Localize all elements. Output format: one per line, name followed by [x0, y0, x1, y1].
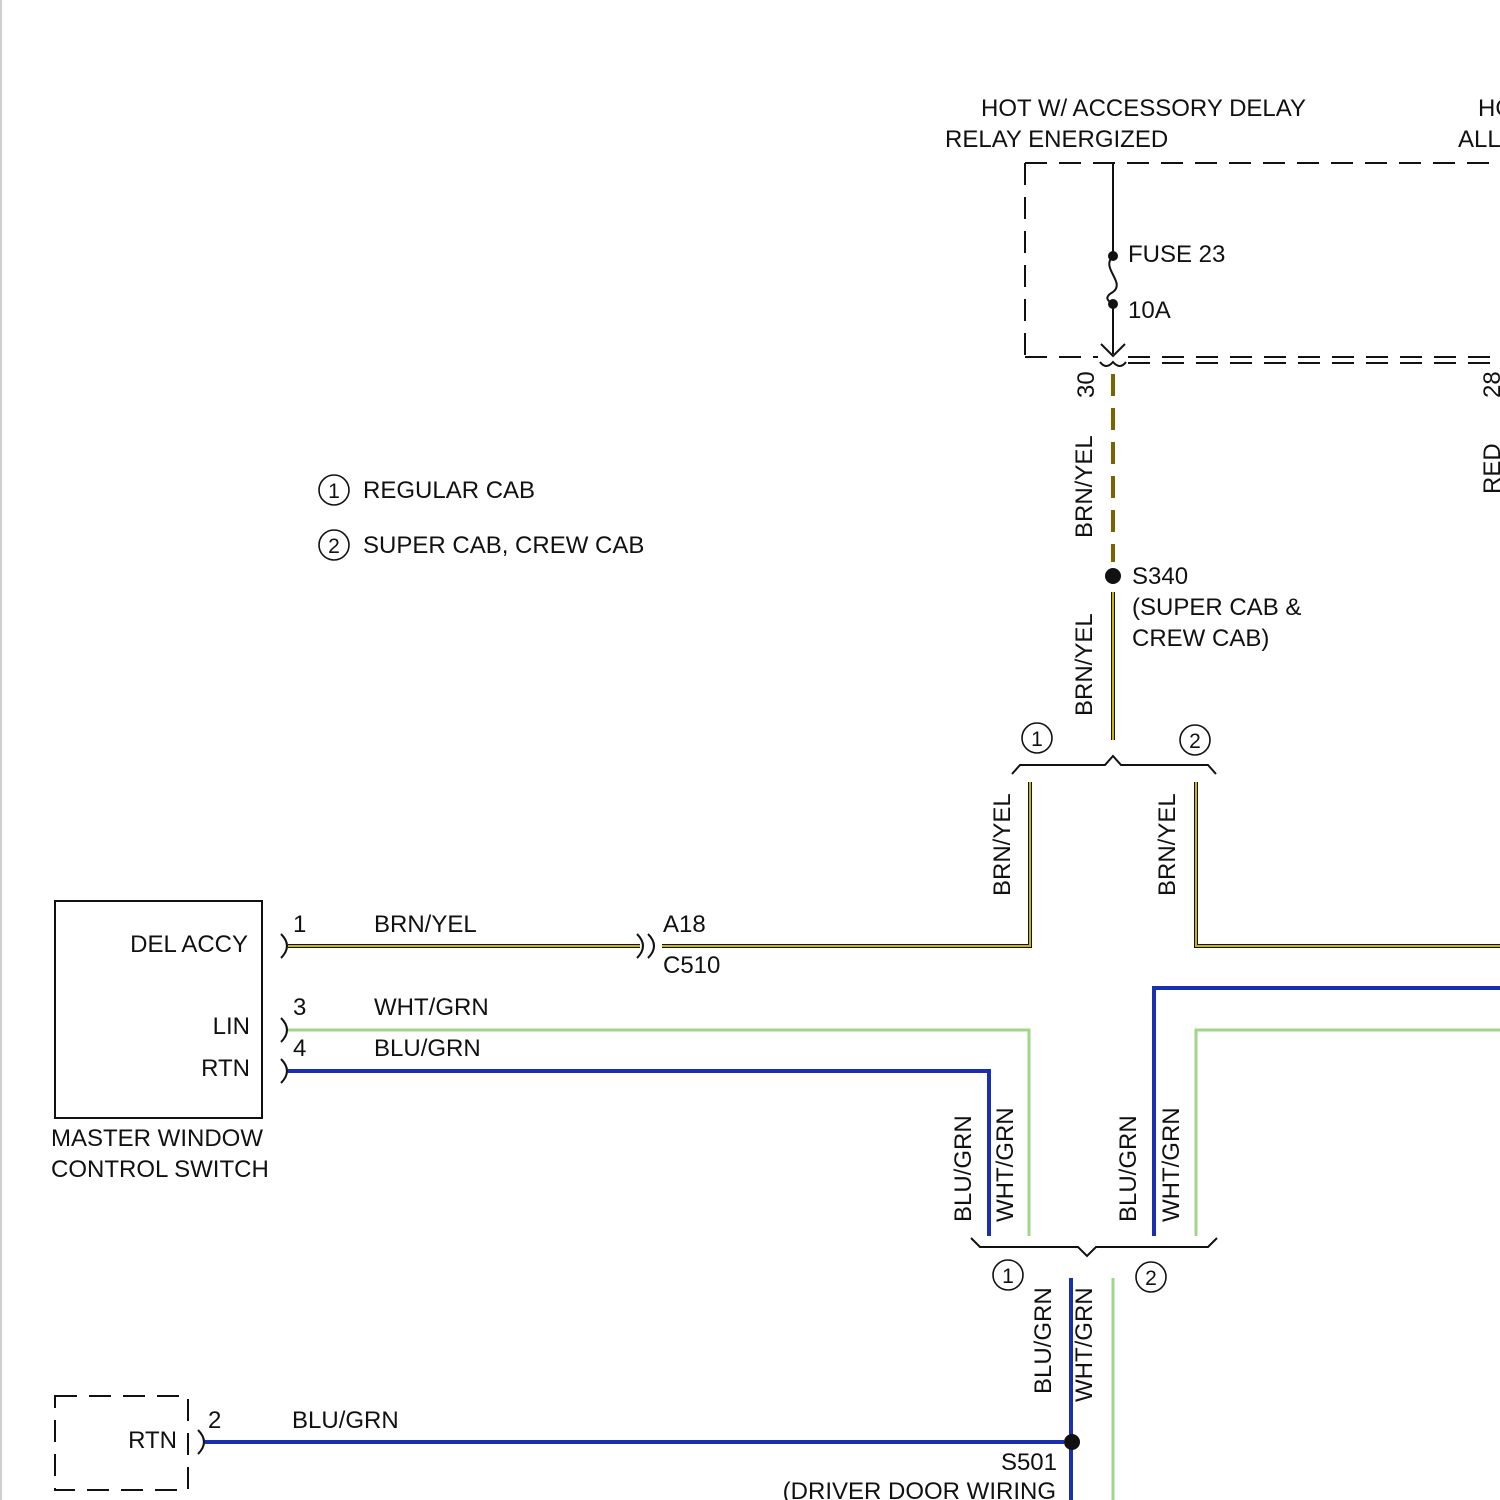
wire-label-pin1: BRN/YEL [374, 911, 477, 938]
lower-component-pin-connector [198, 1430, 204, 1454]
power-source-line1: HOT W/ ACCESSORY DELAY [981, 95, 1306, 122]
master-switch-label-line1: MASTER WINDOW [51, 1125, 263, 1152]
legend-label-1: REGULAR CAB [363, 477, 535, 504]
switch-pin-lin-name: LIN [213, 1013, 250, 1040]
splice-s501-name: S501 [1001, 1449, 1057, 1476]
wire-label-bottom-wht-grn: WHT/GRN [1071, 1287, 1098, 1402]
lower-branch-marker-1-num: 1 [1002, 1265, 1014, 1288]
wire-brn-yel-branch1-outline [662, 782, 1030, 946]
wire-brn-yel-branch2-core [1196, 782, 1500, 946]
wire-branch2-wht-grn [1196, 1030, 1500, 1236]
wire-label-pin4: BLU/GRN [374, 1035, 481, 1062]
wire-label-pin3: WHT/GRN [374, 994, 489, 1021]
lower-branch-brace [971, 1238, 1217, 1256]
switch-pin1-connector [281, 934, 287, 958]
fuse-symbol [1107, 256, 1116, 304]
lower-component-pin-num: 2 [208, 1407, 221, 1434]
switch-pin3-num: 3 [293, 994, 306, 1021]
legend-marker-1-num: 1 [328, 480, 340, 503]
switch-pin4-num: 4 [293, 1035, 306, 1062]
wire-label-fuse-brn-yel: BRN/YEL [1071, 435, 1098, 538]
wire-label-branch1-wht-grn: WHT/GRN [992, 1107, 1019, 1222]
power-source-line2: RELAY ENERGIZED [945, 126, 1168, 153]
splice-s340-note2: CREW CAB) [1132, 625, 1269, 652]
switch-pin3-connector [281, 1018, 287, 1042]
switch-pin-rtn-name: RTN [201, 1055, 250, 1082]
lower-branch-marker-2-num: 2 [1145, 1267, 1157, 1290]
upper-branch-marker-2-num: 2 [1189, 730, 1201, 753]
wire-label-branch2-blu-grn: BLU/GRN [1115, 1115, 1142, 1222]
splice-s340-note1: (SUPER CAB & [1132, 594, 1301, 621]
wire-brn-yel-branch2-outline [1196, 782, 1500, 946]
wire-label-branch1-blu-grn: BLU/GRN [950, 1115, 977, 1222]
splice-s340-name: S340 [1132, 563, 1188, 590]
switch-pin1-num: 1 [293, 911, 306, 938]
clipped-power-source-line1: HO [1478, 95, 1500, 122]
wire-label-lower-component: BLU/GRN [292, 1407, 399, 1434]
wire-label-branch1-brn-yel: BRN/YEL [989, 793, 1016, 896]
wire-label-branch2-brn-yel: BRN/YEL [1154, 793, 1181, 896]
wire-branch2-blu-grn [1154, 988, 1500, 1236]
wire-label-branch2-wht-grn: WHT/GRN [1158, 1107, 1185, 1222]
upper-branch-brace [1012, 756, 1216, 774]
legend-label-2: SUPER CAB, CREW CAB [363, 532, 644, 559]
connector-c510-name: C510 [663, 952, 720, 979]
fuse-box-pin-30: 30 [1073, 371, 1100, 398]
wire-brn-yel-branch1-core [662, 782, 1030, 946]
splice-s340-dot [1105, 568, 1121, 584]
wire-label-s340-brn-yel: BRN/YEL [1071, 613, 1098, 716]
connector-c510-pin: A18 [663, 911, 706, 938]
upper-branch-marker-1-num: 1 [1031, 728, 1043, 751]
wire-label-bottom-blu-grn: BLU/GRN [1030, 1287, 1057, 1394]
fuse-box-outline [1025, 163, 1500, 363]
switch-pin-del-accy-name: DEL ACCY [130, 931, 248, 958]
fuse-name: FUSE 23 [1128, 241, 1225, 268]
wire-label-red-clipped: RED [1479, 443, 1500, 494]
lower-component-pin-name: RTN [128, 1427, 177, 1454]
splice-s501-dot [1064, 1434, 1080, 1450]
clipped-power-source-line2: ALL [1458, 126, 1500, 153]
fuse-box-connector [1100, 362, 1126, 366]
fuse-rating: 10A [1128, 297, 1171, 324]
fuse-box-pin-28-clipped: 28 [1479, 371, 1500, 398]
legend-marker-2-num: 2 [328, 535, 340, 558]
wire-pin4-blu-grn [288, 1071, 989, 1236]
splice-s501-note: (DRIVER DOOR WIRING [783, 1478, 1056, 1500]
switch-pin4-connector [281, 1059, 287, 1083]
master-switch-label-line2: CONTROL SWITCH [51, 1156, 269, 1183]
